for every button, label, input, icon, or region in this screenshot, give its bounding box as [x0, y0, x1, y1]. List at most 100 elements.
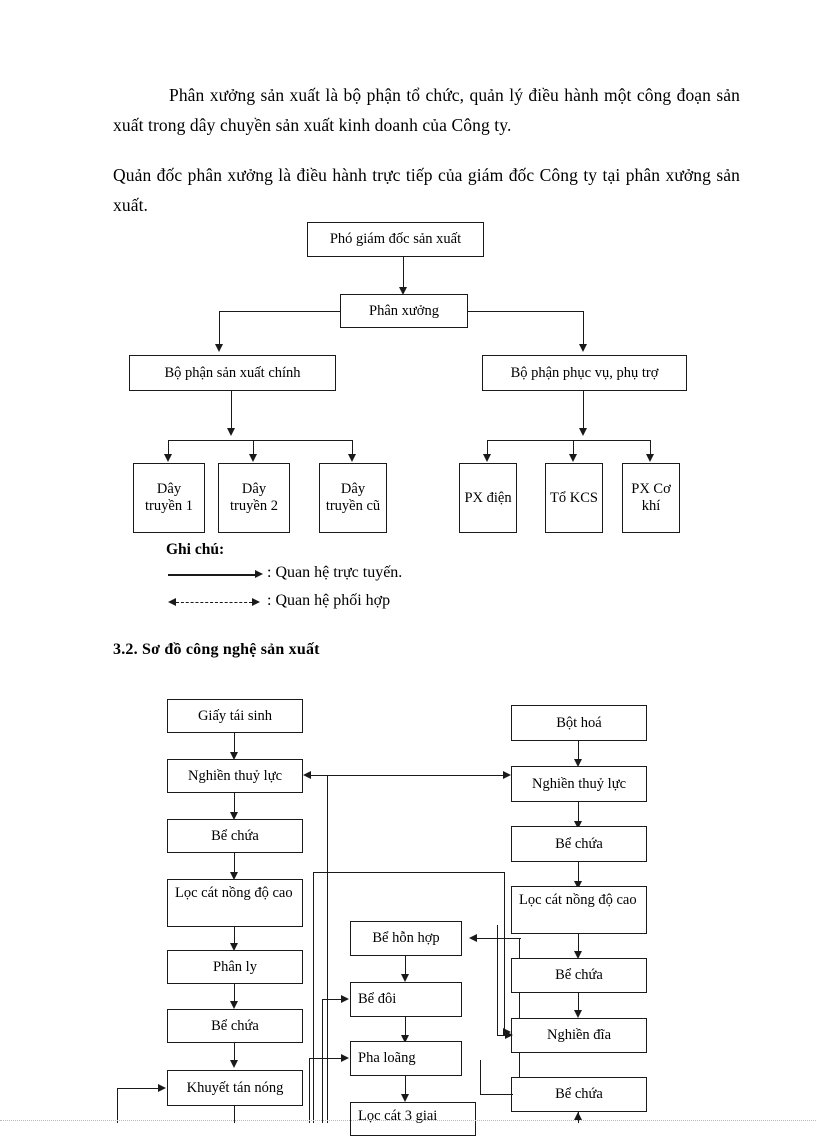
flow-right-connector-4 [578, 993, 580, 1010]
org-node-to-kcs: Tổ KCS [545, 463, 603, 533]
flow-cross-link-arrow-left [303, 771, 311, 779]
flow-right-inflow-be-chua [480, 1094, 513, 1096]
flow-right-box-3: Lọc cát nồng độ cao [511, 886, 647, 934]
flow-middle-arrow-0 [401, 974, 409, 982]
section-heading-3-2: 3.2. Sơ đồ công nghệ sản xuất [113, 641, 320, 658]
paragraph-1: Phân xưởng sản xuất là bộ phận tổ chức, … [113, 85, 740, 135]
org-arrow-line-old [348, 454, 356, 462]
org-node-main-production: Bộ phận sản xuất chính [129, 355, 336, 391]
legend-dashed-label: : Quan hệ phối hợp [267, 592, 391, 609]
org-arrow-support-bus [579, 428, 587, 436]
flow-left-connector-0 [234, 733, 236, 752]
org-connector-deputy-to-workshop [403, 257, 405, 287]
flow-middle-arrow-a [341, 995, 349, 1003]
paragraph-2: Quản đốc phân xưởng là điều hành trực ti… [113, 165, 740, 215]
flow-cross-link-nghien-thuy-luc [311, 775, 505, 777]
flow-loop-right-riser [504, 872, 506, 1032]
legend-title: Ghi chú: [166, 541, 225, 558]
flow-right-feedback-run [497, 1035, 507, 1037]
org-drop-main-production [231, 391, 233, 428]
flow-left-connector-6 [234, 1106, 236, 1123]
flow-right-box-4: Bể chứa [511, 958, 647, 993]
org-arrow-to-kcs [569, 454, 577, 462]
org-arrow-deputy-to-workshop [399, 287, 407, 295]
flow-right-box-6: Bể chứa [511, 1077, 647, 1112]
org-node-line1: Dây truyền 1 [133, 463, 205, 533]
legend-dashed-line [176, 602, 252, 603]
flow-left-arrow-0 [230, 752, 238, 760]
org-bus-left [219, 311, 341, 313]
flow-loop-left-riser [313, 872, 315, 1123]
flow-right-box-2: Bể chứa [511, 826, 647, 862]
org-drop-left [219, 311, 221, 344]
flow-return-run-to-be-hon-hop [476, 938, 521, 940]
flow-left-feedback-arrow [158, 1084, 166, 1092]
flow-middle-run-b [309, 1058, 342, 1060]
org-arrow-px-dien [483, 454, 491, 462]
flow-right-box-5: Nghiền đĩa [511, 1018, 647, 1053]
org-arrow-main-production-bus [227, 428, 235, 436]
org-drop-to-kcs [573, 440, 575, 454]
flow-left-feedback-riser [117, 1088, 119, 1123]
legend-solid-arrowhead-icon [255, 570, 263, 578]
legend-dashed-arrowhead-left-icon [168, 598, 176, 606]
flow-middle-run-a [322, 999, 342, 1001]
flow-right-arrow-1 [574, 821, 582, 829]
flow-middle-box-0: Bể hỗn hợp [350, 921, 462, 956]
flow-right-box-1: Nghiền thuỷ lực [511, 766, 647, 802]
flow-middle-arrow-1 [401, 1035, 409, 1043]
org-bus-support-services [487, 440, 651, 442]
flow-left-connector-5 [234, 1043, 236, 1060]
org-drop-px-dien [487, 440, 489, 454]
flow-left-box-6: Khuyết tán nóng [167, 1070, 303, 1106]
flow-left-box-5: Bể chứa [167, 1009, 303, 1043]
flow-middle-box-1: Bể đôi [350, 982, 462, 1017]
flow-middle-arrow-b [341, 1054, 349, 1062]
org-node-px-co-khi: PX Cơ khí [622, 463, 680, 533]
flow-left-feedback-run [117, 1088, 159, 1090]
org-arrow-to-support-services [579, 344, 587, 352]
flow-middle-box-2: Pha loãng [350, 1041, 462, 1076]
flow-left-arrow-2 [230, 872, 238, 880]
flow-left-arrow-3 [230, 943, 238, 951]
org-drop-line2 [253, 440, 255, 454]
org-bus-right [467, 311, 584, 313]
org-arrow-px-co-khi [646, 454, 654, 462]
org-node-deputy-director: Phó giám đốc sản xuất [307, 222, 484, 257]
flow-right-arrow-2 [574, 881, 582, 889]
flow-middle-riser-b [309, 1058, 311, 1123]
flow-right-feedback-arrow [505, 1031, 513, 1039]
flow-left-box-0: Giấy tái sinh [167, 699, 303, 733]
flow-left-box-1: Nghiền thuỷ lực [167, 759, 303, 793]
flow-right-connector-0 [578, 741, 580, 759]
org-bus-main-production [168, 440, 353, 442]
flow-middle-connector-1 [405, 1017, 407, 1035]
flow-right-arrow-0 [574, 759, 582, 767]
flow-left-arrow-1 [230, 812, 238, 820]
flow-right-connector-3 [578, 934, 580, 951]
org-drop-px-co-khi [650, 440, 652, 454]
flow-left-arrow-5 [230, 1060, 238, 1068]
flow-middle-arrow-2 [401, 1094, 409, 1102]
org-drop-right [583, 311, 585, 344]
flow-middle-riser-a [322, 999, 324, 1123]
flow-right-feedback-riser [497, 925, 499, 1036]
flow-return-arrow-be-hon-hop [469, 934, 477, 942]
org-node-px-dien: PX điện [459, 463, 517, 533]
flow-left-connector-1 [234, 793, 236, 812]
flow-left-arrow-4 [230, 1001, 238, 1009]
org-drop-support-services [583, 391, 585, 428]
org-arrow-line2 [249, 454, 257, 462]
flow-right-connector-1 [578, 802, 580, 821]
legend-solid-label: : Quan hệ trực tuyến. [267, 564, 403, 581]
flow-middle-connector-0 [405, 956, 407, 974]
flow-return-riser-to-be-hon-hop [519, 938, 521, 1088]
flow-left-connector-2 [234, 853, 236, 872]
org-drop-line-old [352, 440, 354, 454]
flow-middle-connector-2 [405, 1076, 407, 1094]
flow-right-arrow-4 [574, 1010, 582, 1018]
org-node-line-old: Dây truyền cũ [319, 463, 387, 533]
org-node-line2: Dây truyền 2 [218, 463, 290, 533]
